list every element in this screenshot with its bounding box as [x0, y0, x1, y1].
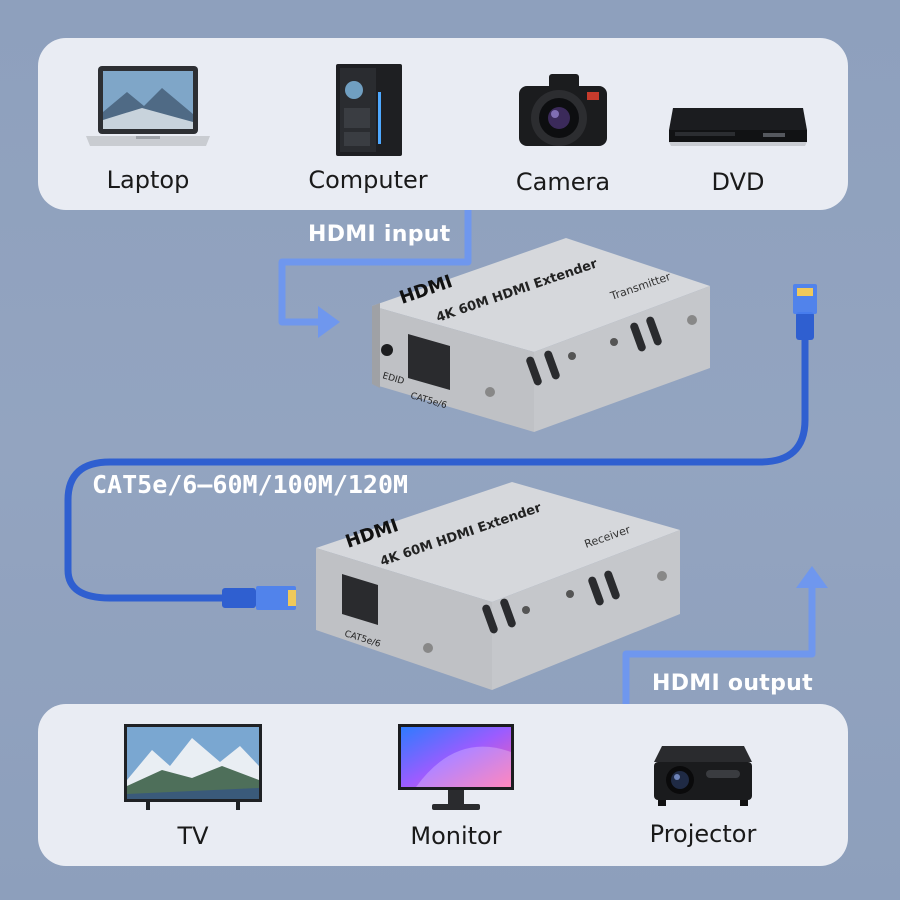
source-dvd: DVD	[658, 58, 818, 203]
hdmi-input-arrow	[278, 210, 472, 326]
display-label-monitor: Monitor	[410, 822, 502, 850]
transmitter-rj45-port	[408, 334, 450, 391]
cable-spec-label: CAT5e/6—60M/100M/120M	[92, 470, 409, 499]
hdmi-input-label: HDMI input	[308, 222, 451, 247]
receiver-unit	[316, 482, 680, 690]
display-projector: Projector	[628, 722, 778, 862]
source-label-dvd: DVD	[711, 168, 765, 196]
laptop-icon	[86, 66, 210, 146]
rj45-plug-left	[222, 586, 296, 610]
source-label-camera: Camera	[515, 168, 611, 196]
source-devices-panel: Laptop Computer Camera	[38, 38, 848, 210]
display-label-projector: Projector	[649, 820, 757, 848]
tv-icon	[124, 724, 262, 810]
edid-button	[381, 344, 393, 356]
transmitter-unit	[372, 238, 710, 432]
dvd-player-icon	[669, 108, 807, 146]
hdmi-output-arrowhead	[796, 566, 828, 588]
network-cable	[64, 338, 809, 602]
rj45-plug-top	[793, 284, 817, 340]
receiver-rj45-port	[342, 573, 378, 626]
hdmi-input-arrowhead	[318, 306, 340, 338]
monitor-icon	[398, 724, 514, 810]
source-label-computer: Computer	[308, 166, 428, 194]
display-label-tv: TV	[177, 822, 209, 850]
source-computer: Computer	[293, 58, 443, 203]
source-laptop: Laptop	[78, 58, 218, 203]
camera-icon	[519, 74, 607, 146]
source-camera: Camera	[493, 58, 633, 203]
hdmi-output-label: HDMI output	[652, 671, 813, 696]
display-monitor: Monitor	[381, 722, 531, 862]
display-tv: TV	[118, 722, 268, 862]
hdmi-output-arrow	[622, 586, 816, 704]
source-label-laptop: Laptop	[106, 166, 190, 194]
computer-icon	[336, 64, 402, 156]
projector-icon	[654, 746, 752, 806]
display-devices-panel: TV Monitor	[38, 704, 848, 866]
